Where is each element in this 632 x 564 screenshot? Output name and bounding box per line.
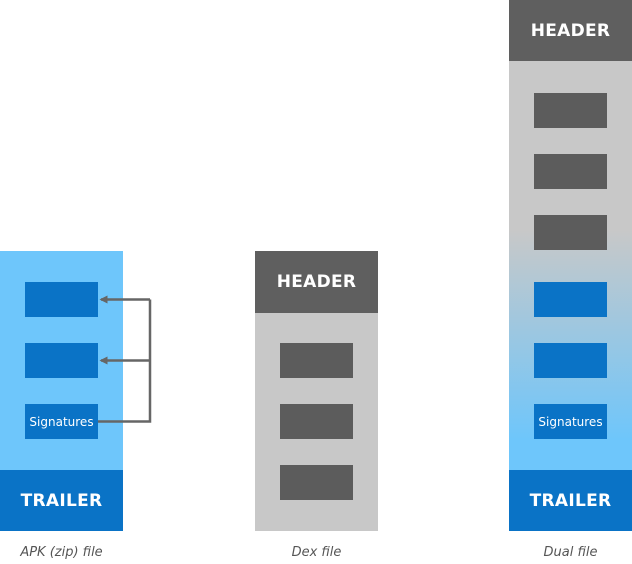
apk-signatures-block: Signatures — [25, 404, 98, 439]
dual-dex-block-1 — [534, 93, 607, 128]
dual-trailer: TRAILER — [509, 470, 632, 531]
dual-header: HEADER — [509, 0, 632, 61]
apk-entry-block-2 — [25, 343, 98, 378]
dual-file-column — [509, 0, 632, 531]
dex-header: HEADER — [255, 251, 378, 313]
apk-trailer: TRAILER — [0, 470, 123, 531]
dual-apk-block-1 — [534, 282, 607, 317]
dual-signatures-block: Signatures — [534, 404, 607, 439]
dual-apk-block-2 — [534, 343, 607, 378]
dex-block-1 — [280, 343, 353, 378]
apk-entry-block-1 — [25, 282, 98, 317]
dual-dex-block-3 — [534, 215, 607, 250]
dual-file-caption: Dual file — [543, 545, 598, 560]
signatures-connector-line — [98, 299, 152, 423]
apk-file-caption: APK (zip) file — [20, 545, 103, 560]
dex-block-2 — [280, 404, 353, 439]
dex-file-caption: Dex file — [291, 545, 342, 560]
dual-dex-block-2 — [534, 154, 607, 189]
dex-block-3 — [280, 465, 353, 500]
